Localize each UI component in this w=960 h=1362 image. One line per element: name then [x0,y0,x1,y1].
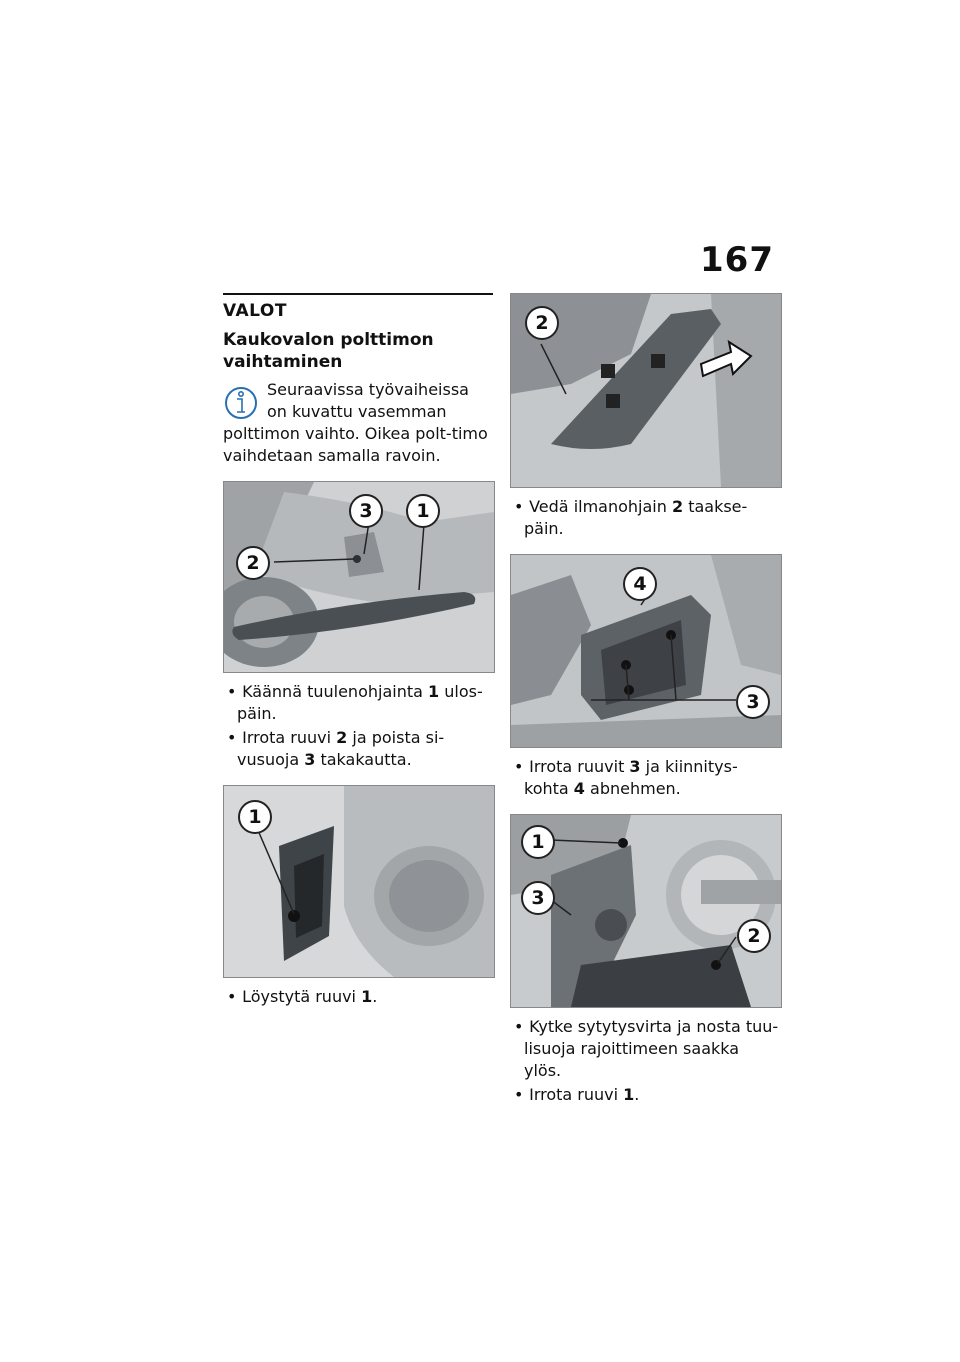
figure-windshield: 1 3 2 [510,814,782,1008]
steps-list: Käännä tuulenohjainta 1 ulos-päin. Irrot… [223,681,493,771]
figure-label: 4 [623,567,657,601]
part-reference: 2 [671,497,684,516]
step-item: Irrota ruuvi 2 ja poista si-vusuoja 3 ta… [223,727,493,771]
part-reference: 1 [361,987,373,1006]
info-icon [225,387,257,419]
step-text: . [372,987,378,1006]
step-text: taakse-päin. [524,497,748,538]
part-reference: 1 [428,682,440,701]
section-rule [223,293,493,295]
step-item: Irrota ruuvi 1. [510,1084,780,1106]
figure-label: 1 [521,825,555,859]
steps-list: Löystytä ruuvi 1. [223,986,493,1008]
page-number: 167 [700,240,774,280]
step-text: abnehmen. [584,779,681,798]
figure-windshield-illustration [511,815,781,1007]
step-text: Käännä tuulenohjainta [242,682,428,701]
step-text: takakautta. [315,750,412,769]
figure-air-guide: 2 [510,293,782,488]
part-reference: 3 [629,757,641,776]
step-text: Irrota ruuvit [529,757,630,776]
figure-label: 2 [236,546,270,580]
step-item: Käännä tuulenohjainta 1 ulos-päin. [223,681,493,725]
left-column: VALOT Kaukovalon polttimon vaihtaminen S… [223,293,495,1010]
part-reference: 1 [623,1085,635,1104]
figure-screw-loosen: 1 [223,785,495,978]
step-text: Kytke sytytysvirta ja nosta tuu-lisuoja … [524,1017,779,1080]
part-reference: 4 [573,779,585,798]
step-text: ja poista si-vusuoja [237,728,445,769]
step-item: Kytke sytytysvirta ja nosta tuu-lisuoja … [510,1016,780,1082]
figure-label: 3 [736,685,770,719]
step-item: Vedä ilmanohjain 2 taakse-päin. [510,496,780,540]
step-text: ulos-päin. [237,682,483,723]
step-item: Irrota ruuvit 3 ja kiinnitys-kohta 4 abn… [510,756,780,800]
figure-deflector: 3 1 2 [223,481,495,673]
figure-label: 2 [525,306,559,340]
figure-air-guide-illustration [511,294,781,487]
info-note: Seuraavissa työvaiheissa on kuvattu vase… [223,379,493,467]
step-item: Löystytä ruuvi 1. [223,986,493,1008]
figure-label: 3 [349,494,383,528]
step-text: . [634,1085,640,1104]
info-note-text: Seuraavissa työvaiheissa on kuvattu vase… [223,380,488,465]
part-reference: 3 [304,750,316,769]
figure-label: 3 [521,881,555,915]
part-reference: 2 [336,728,348,747]
figure-label: 2 [737,919,771,953]
steps-list: Vedä ilmanohjain 2 taakse-päin. [510,496,780,540]
step-text: Irrota ruuvi [529,1085,624,1104]
step-text: Löystytä ruuvi [242,987,362,1006]
steps-list: Kytke sytytysvirta ja nosta tuu-lisuoja … [510,1016,780,1106]
procedure-heading: Kaukovalon polttimon vaihtaminen [223,330,434,372]
step-text: Vedä ilmanohjain [529,497,672,516]
step-text: ja kiinnitys-kohta [524,757,738,798]
figure-mount-removal: 4 3 [510,554,782,748]
steps-list: Irrota ruuvit 3 ja kiinnitys-kohta 4 abn… [510,756,780,800]
figure-label: 1 [238,800,272,834]
section-title: VALOT [223,301,287,321]
figure-label: 1 [406,494,440,528]
right-column: 2 Vedä ilmanohjain 2 taakse-päin. 4 3 [510,293,782,1108]
step-text: Irrota ruuvi [242,728,337,747]
